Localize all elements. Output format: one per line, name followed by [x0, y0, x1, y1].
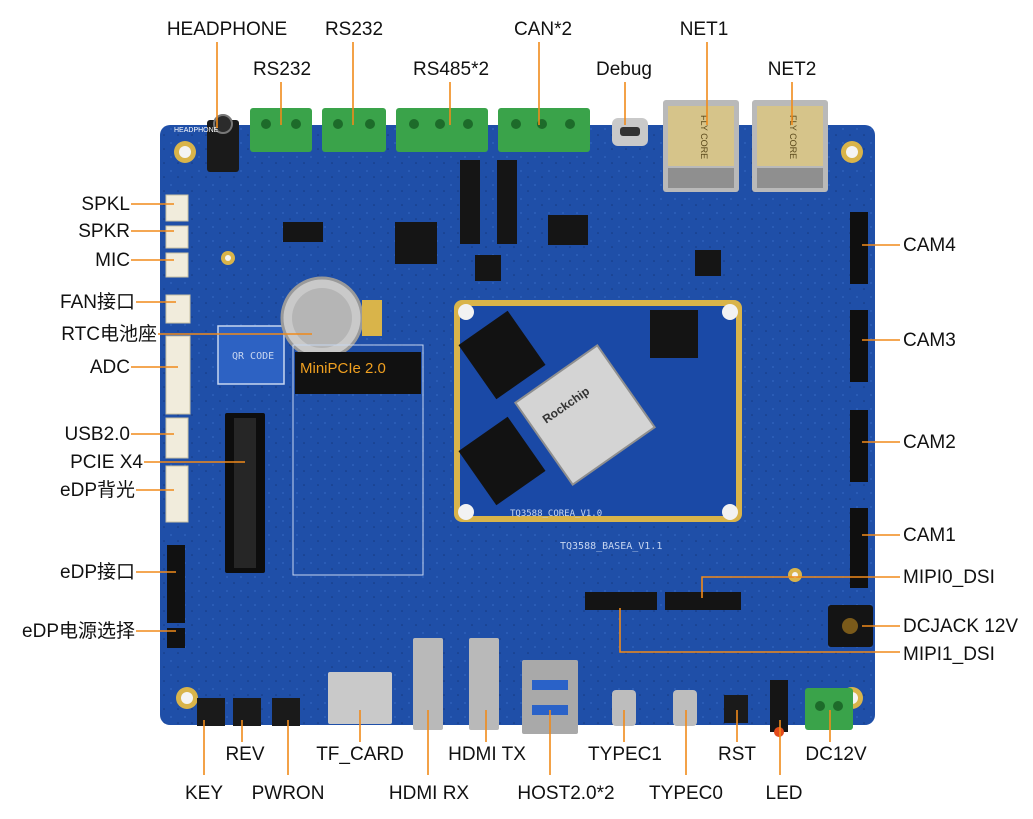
label-dc12v: DC12V: [805, 744, 867, 765]
label-fan: FAN接口: [60, 292, 135, 313]
minipcie-silk: MiniPCIe 2.0: [300, 360, 386, 377]
label-pcie: PCIE X4: [70, 452, 143, 473]
net2-magnetics: FLY CORE: [788, 115, 798, 159]
label-rst: RST: [718, 744, 756, 765]
leader-lines: [131, 42, 900, 775]
label-mipi1: MIPI1_DSI: [903, 644, 995, 665]
label-net2: NET2: [767, 59, 817, 80]
som-silk: TQ3588_COREA_V1.0: [510, 509, 602, 519]
label-rev: REV: [225, 744, 265, 765]
label-usb20: USB2.0: [64, 424, 130, 445]
label-spkr: SPKR: [78, 221, 130, 242]
label-edp-port: eDP接口: [60, 562, 135, 583]
net1-magnetics: FLY CORE: [699, 115, 709, 159]
label-typec0: TYPEC0: [649, 783, 723, 804]
label-pwron: PWRON: [251, 783, 325, 804]
mipi0-fpc: [665, 592, 741, 610]
minipcie-slot: [295, 352, 421, 394]
camera-fpc: [850, 212, 868, 588]
headphone-silk: HEADPHONE: [174, 127, 219, 134]
terminal-blocks-top: [250, 108, 590, 152]
label-cam2: CAM2: [903, 432, 956, 453]
label-rs485: RS485*2: [412, 59, 490, 80]
label-edp-power: eDP电源选择: [22, 621, 135, 642]
label-spkl: SPKL: [81, 194, 130, 215]
label-edp-backlight: eDP背光: [60, 480, 135, 501]
qr-area: [217, 325, 285, 385]
label-adc: ADC: [89, 357, 130, 378]
left-connectors: [165, 194, 191, 523]
label-rs232-top: RS232: [324, 19, 384, 40]
base-silk: TQ3588_BASEA_V1.1: [560, 541, 662, 552]
label-key: KEY: [184, 783, 224, 804]
mipi1-fpc: [585, 592, 657, 610]
label-hdmi-tx: HDMI TX: [448, 744, 526, 765]
qr-silk: QR CODE: [232, 351, 274, 362]
label-host20: HOST2.0*2: [517, 783, 615, 804]
label-rtc: RTC电池座: [61, 324, 157, 345]
label-cam4: CAM4: [903, 235, 956, 256]
label-cam1: CAM1: [903, 525, 956, 546]
label-hdmi-rx: HDMI RX: [388, 783, 470, 804]
label-mic: MIC: [95, 250, 130, 271]
label-debug: Debug: [596, 59, 652, 80]
label-mipi0: MIPI0_DSI: [903, 567, 995, 588]
soc-chip: [513, 343, 657, 487]
label-cam3: CAM3: [903, 330, 956, 351]
label-led: LED: [765, 783, 803, 804]
edp-header: [167, 545, 185, 648]
rj45-net2: [752, 100, 828, 192]
headphone-jack: [207, 120, 239, 172]
label-headphone: HEADPHONE: [166, 19, 288, 40]
label-rs232-left: RS232: [252, 59, 312, 80]
label-typec1: TYPEC1: [588, 744, 662, 765]
som-module: [454, 300, 742, 522]
label-dcjack: DCJACK 12V: [903, 616, 1019, 637]
rj45-net1: [663, 100, 739, 192]
label-can2: CAN*2: [513, 19, 573, 40]
label-net1: NET1: [679, 19, 729, 40]
label-tf-card: TF_CARD: [316, 744, 404, 765]
